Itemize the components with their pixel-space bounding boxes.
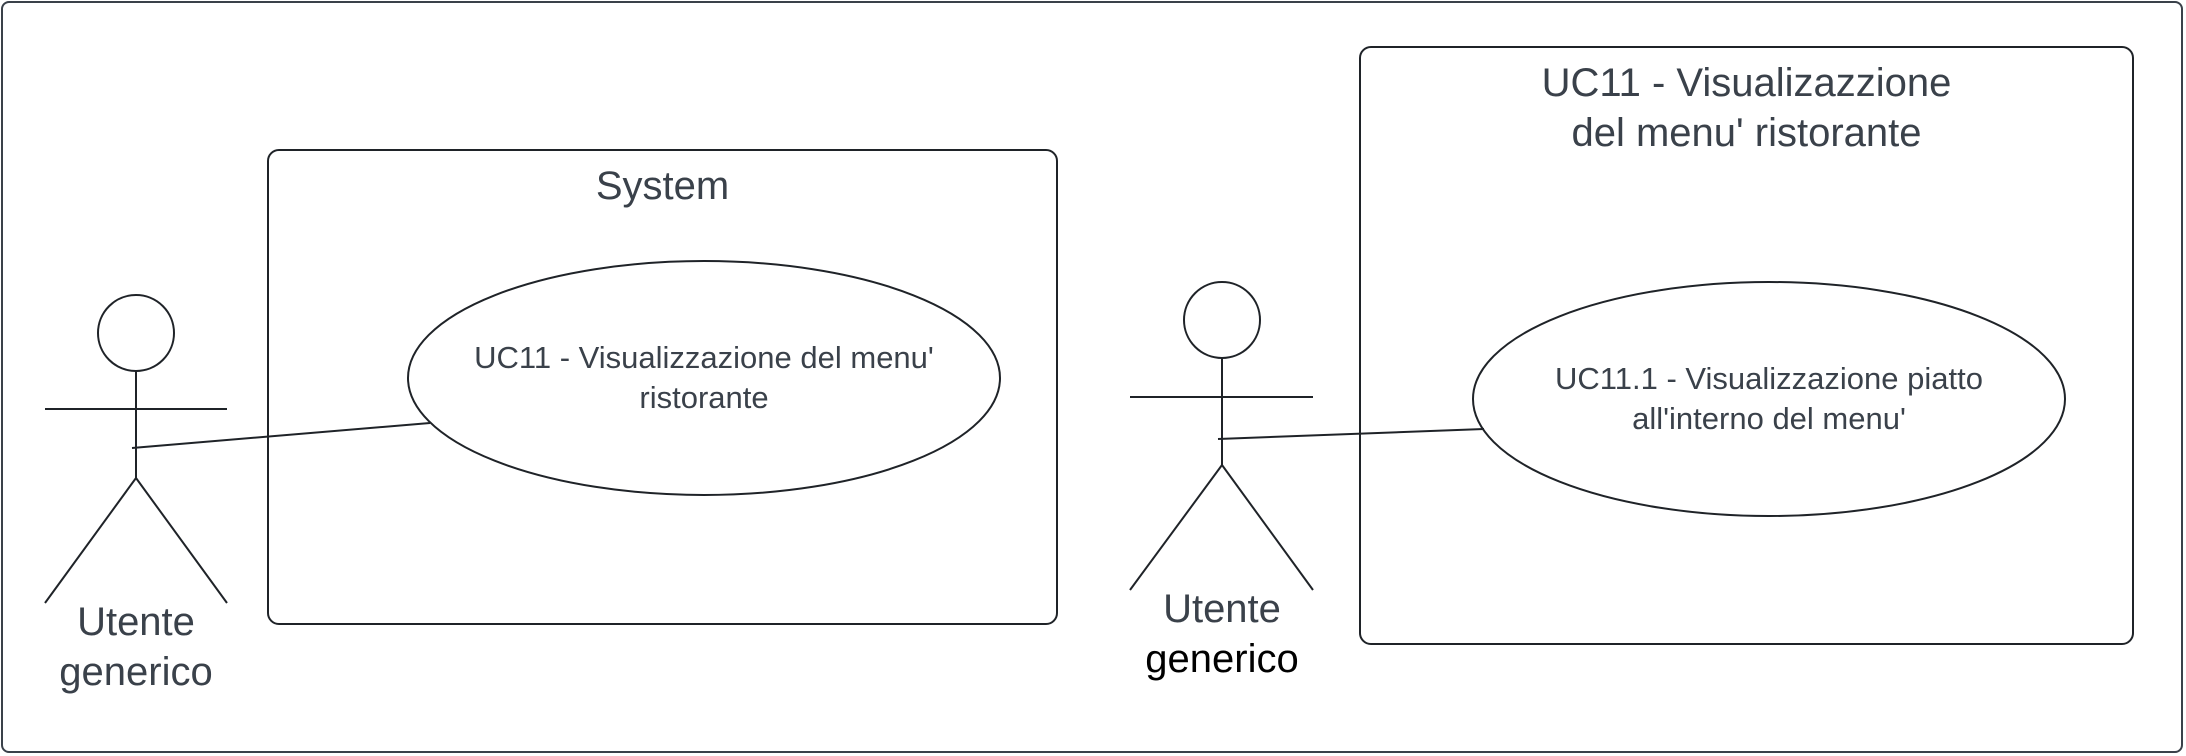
actor-right-line1: Utente [1163,587,1281,631]
actor-left-figure[interactable] [44,294,228,604]
system-title-left: System [595,164,730,208]
actor-right-leg-right [1221,464,1314,591]
association-left[interactable] [131,422,431,449]
actor-left-leg-left [44,477,137,604]
actor-right-head [1183,281,1261,359]
actor-right-leg-left [1129,464,1223,591]
use-case-label-right: UC11.1 - Visualizzazione piatto all'inte… [1555,361,1983,436]
actor-left-line1: Utente [77,600,195,644]
actor-left-leg-right [135,477,228,604]
use-case-ellipse-left[interactable] [407,260,1001,496]
actor-left-line2: generico [59,650,213,694]
use-case-label-left: UC11 - Visualizzazione del menu' ristora… [474,340,934,415]
actor-label-left: Utente generico [6,597,266,697]
system-title-right: UC11 - Visualizazzione del menu' ristora… [1541,61,1952,155]
actor-right-figure[interactable] [1129,281,1314,591]
actor-left-head [97,294,175,372]
association-right[interactable] [1217,428,1485,440]
use-case-ellipse-right[interactable] [1472,281,2066,517]
actor-right-line2: generico [1145,637,1299,681]
actor-label-right: Utente generico [1092,584,1352,684]
